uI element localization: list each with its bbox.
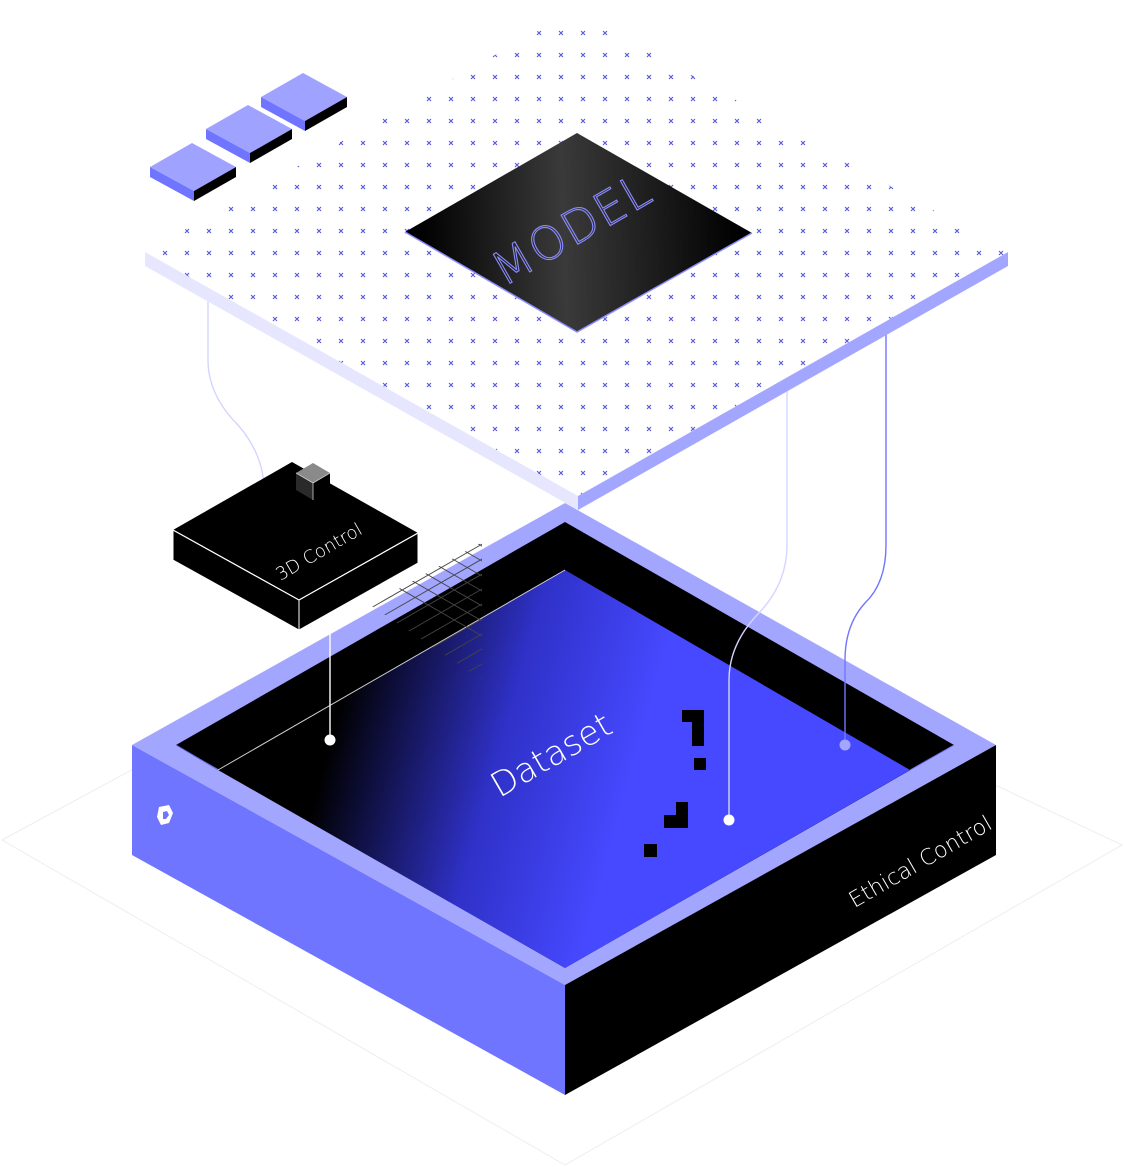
- connector-dot: [723, 814, 735, 826]
- grid-line: [370, 542, 482, 621]
- grid-line: [375, 542, 482, 636]
- grid-line: [401, 557, 482, 651]
- dataset-left-side: [132, 745, 565, 1095]
- connectors: [207, 290, 887, 820]
- grid-line: [388, 550, 482, 643]
- platform-left-edge: [145, 252, 578, 510]
- chip-group: [150, 73, 347, 201]
- chip: [261, 73, 347, 131]
- grid-line: [453, 587, 482, 680]
- connector-dot: [324, 734, 336, 746]
- model-chip: MODEL: [404, 133, 753, 333]
- grid-line: [414, 565, 482, 658]
- dataset-floor: [218, 570, 910, 968]
- platform-right-edge: [578, 252, 1008, 510]
- 3d-control-top: [173, 462, 418, 600]
- 3d-control-box: 3D Control: [172, 462, 419, 631]
- grid-line: [427, 572, 482, 666]
- grid-line: [370, 542, 482, 628]
- connector-model-to-dataset-mid: [728, 380, 788, 820]
- connector-model-to-3d-control: [207, 290, 265, 510]
- connector-dot: [839, 739, 851, 751]
- chip: [150, 143, 236, 201]
- pixel-glyphs: [644, 710, 706, 857]
- grid-line: [440, 580, 482, 673]
- brand-logo-icon: [157, 805, 173, 825]
- connector-model-to-dataset-right: [844, 330, 887, 745]
- dataset-box: Dataset Ethical Control: [132, 503, 997, 1095]
- cube-icon: [295, 463, 331, 500]
- dataset-right-side: [565, 745, 996, 1095]
- chip: [206, 105, 292, 163]
- model-platform: MODEL: [145, 10, 1008, 510]
